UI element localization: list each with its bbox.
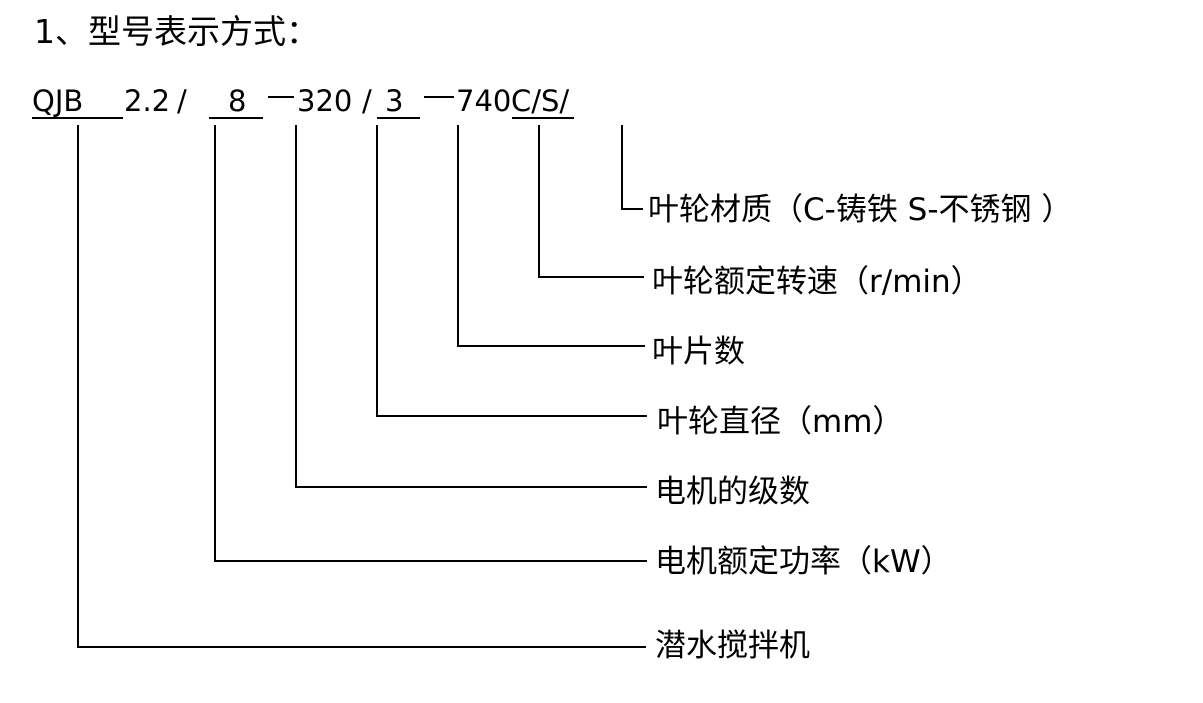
- code-material: C/S/: [511, 84, 570, 118]
- section-title: 1、型号表示方式：: [34, 12, 319, 51]
- leader-speed-vertical: [538, 125, 540, 278]
- leader-blades-horizontal: [457, 345, 645, 347]
- leader-speed-horizontal: [538, 276, 644, 278]
- code-separator-2: /: [362, 84, 372, 118]
- label-impeller-speed: 叶轮额定转速（r/min）: [652, 264, 982, 300]
- leader-material-horizontal: [621, 208, 643, 210]
- underline-material: [512, 117, 574, 119]
- leader-type-horizontal: [77, 646, 646, 648]
- code-diameter: 320: [297, 84, 353, 118]
- code-speed: 740: [456, 84, 512, 118]
- underline-blades: [377, 117, 420, 119]
- leader-poles-horizontal: [295, 486, 647, 488]
- label-motor-power: 电机额定功率（kW）: [655, 544, 952, 580]
- leader-power-vertical: [214, 125, 216, 562]
- underline-poles: [209, 117, 263, 119]
- leader-type-vertical: [77, 125, 79, 648]
- code-power: 2.2: [124, 84, 171, 118]
- underline-prefix: [32, 117, 123, 119]
- label-motor-poles: 电机的级数: [655, 474, 810, 510]
- leader-diameter-horizontal: [376, 415, 647, 417]
- leader-poles-vertical: [295, 125, 297, 488]
- code-prefix: QJB: [32, 84, 84, 118]
- leader-power-horizontal: [214, 560, 647, 562]
- code-separator-1: /: [177, 84, 187, 118]
- code-dash-2: [424, 96, 454, 98]
- leader-blades-vertical: [457, 125, 459, 347]
- label-product-type: 潜水搅拌机: [655, 628, 810, 664]
- code-poles: 8: [228, 84, 247, 118]
- leader-diameter-vertical: [376, 125, 378, 417]
- leader-material-vertical: [621, 125, 623, 210]
- label-blade-count: 叶片数: [652, 334, 745, 370]
- code-blades: 3: [385, 84, 404, 118]
- label-impeller-diameter: 叶轮直径（mm）: [657, 404, 904, 440]
- code-dash-1: [268, 96, 294, 98]
- label-impeller-material: 叶轮材质（C-铸铁 S-不锈钢 ）: [648, 192, 1073, 228]
